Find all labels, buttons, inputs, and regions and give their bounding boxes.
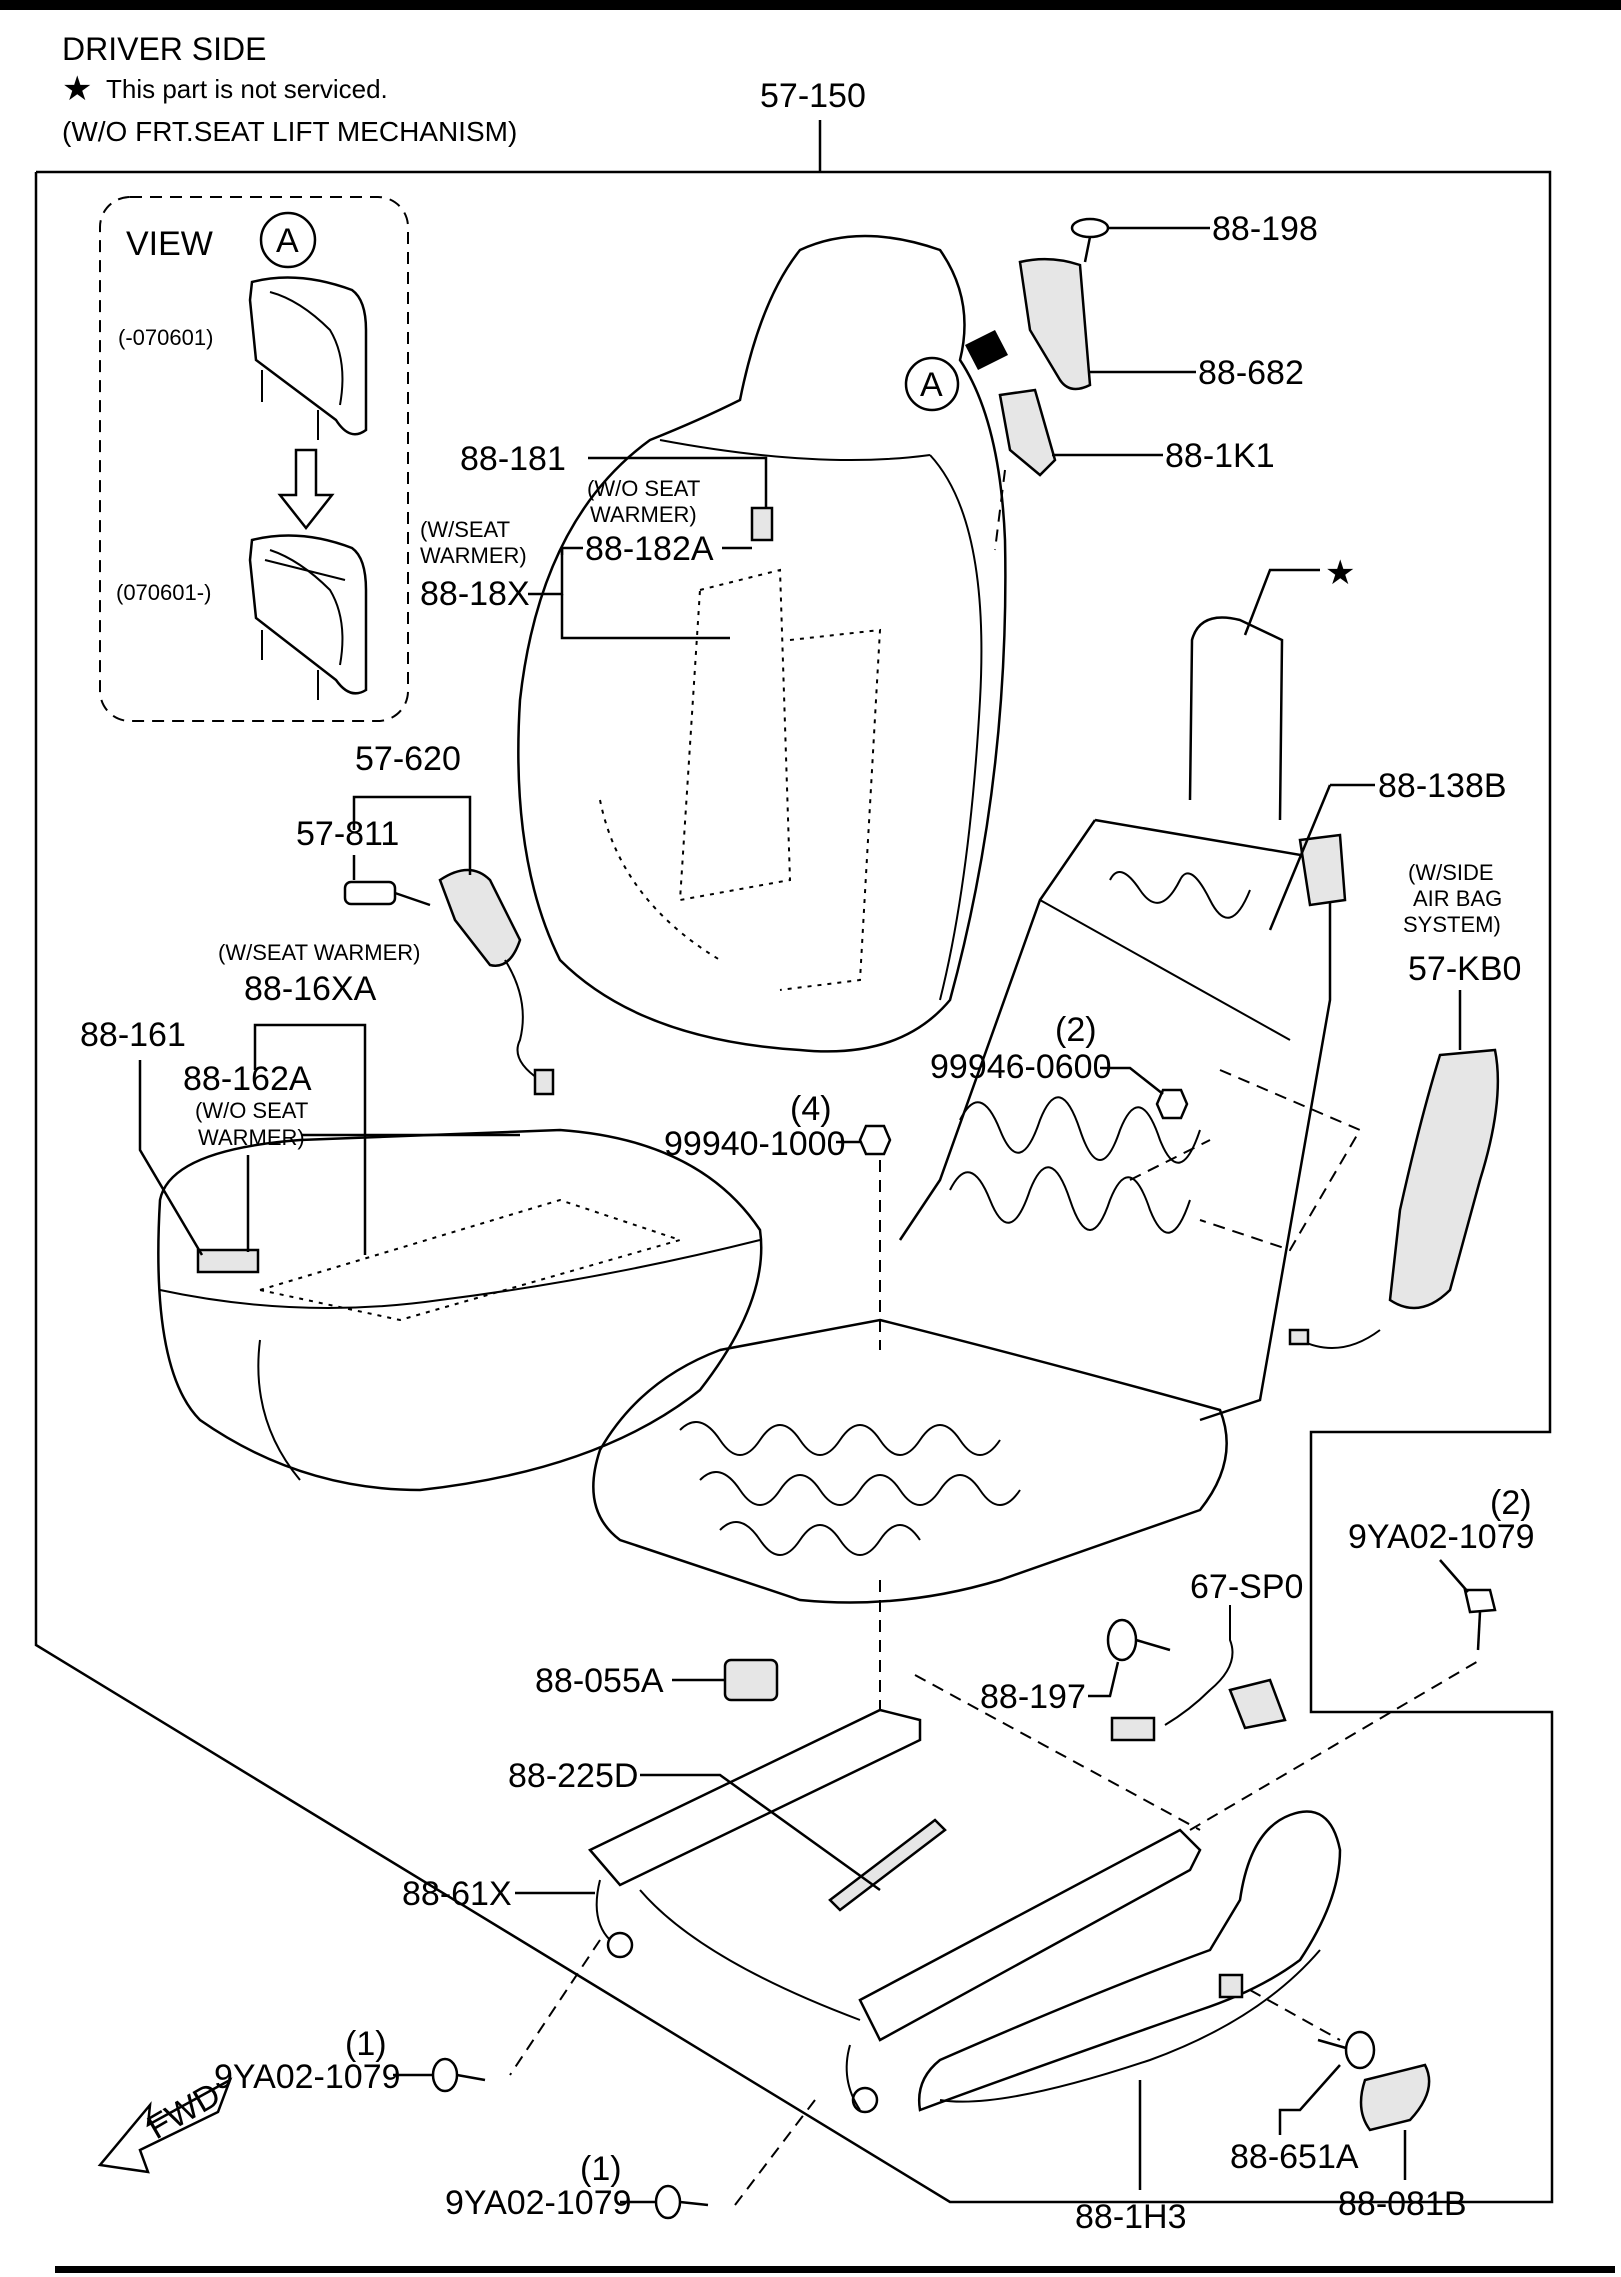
view-before-label: (-070601) (118, 325, 213, 350)
seat-cushion-cover (157, 1128, 763, 1492)
label-88-182A: 88-182A (585, 530, 714, 568)
installation-guides (509, 469, 1481, 2206)
bolt-9YA02-1079-left1 (431, 2057, 486, 2093)
label-88-1K1: 88-1K1 (1165, 437, 1275, 475)
trim-cover-88-682 (1018, 257, 1092, 391)
label-99940-1000: 99940-1000 (664, 1125, 846, 1163)
label-67-SP0: 67-SP0 (1190, 1568, 1303, 1606)
harness-strap-88-225D (828, 1818, 947, 1912)
label-88-225D: 88-225D (508, 1757, 638, 1795)
label-88-081B: 88-081B (1338, 2185, 1467, 2223)
label-99946-0600: 99946-0600 (930, 1048, 1112, 1086)
seat-cushion-frame (592, 1318, 1228, 1604)
qty-9YA02-1079-left2: (1) (580, 2150, 622, 2188)
label-9YA02-1079-right: 9YA02-1079 (1348, 1518, 1535, 1556)
connector-88-055A (723, 1658, 779, 1702)
condition-note: (W/O FRT.SEAT LIFT MECHANISM) (62, 116, 517, 147)
nut-99940-1000 (858, 1124, 892, 1156)
label-57-620: 57-620 (355, 740, 461, 778)
trim-cover-after (248, 534, 368, 695)
note-wo-seat-warmer-cushion-2: WARMER) (198, 1125, 305, 1150)
note-w-seat-warmer-cushion: (W/SEAT WARMER) (218, 940, 420, 965)
replacement-arrow (277, 448, 335, 531)
note-wo-seat-warmer-back-2: WARMER) (590, 502, 697, 527)
view-label: VIEW (126, 225, 213, 263)
note-side-airbag-1: (W/SIDE (1408, 860, 1494, 885)
label-88-138B: 88-138B (1378, 767, 1507, 805)
seat-belt-buckle (343, 868, 555, 1096)
screw-88-651A (1317, 2030, 1376, 2070)
label-88-198: 88-198 (1212, 210, 1318, 248)
view-after-label: (070601-) (116, 580, 211, 605)
assembly-number: 57-150 (760, 77, 866, 115)
knob-cover-88-081B (1359, 2063, 1431, 2132)
buckle-switch-harness (1110, 1605, 1287, 1742)
note-side-airbag-3: SYSTEM) (1403, 912, 1501, 937)
clip-88-198 (1070, 217, 1110, 263)
note-side-airbag-2: AIR BAG (1413, 886, 1502, 911)
label-57-811: 57-811 (296, 815, 399, 853)
note-w-seat-warmer-back-2: WARMER) (420, 543, 527, 568)
legend-text: This part is not serviced. (106, 74, 388, 104)
forward-direction-arrow: FWD (97, 2075, 233, 2174)
bolt-88-197 (1106, 1618, 1171, 1662)
heater-connector (196, 1248, 260, 1274)
label-88-197: 88-197 (980, 1678, 1086, 1716)
seat-adjuster-rails (587, 1708, 1202, 2114)
view-a-panel: VIEW A (-070601) (070601-) (99, 196, 409, 722)
view-letter: A (276, 222, 299, 260)
bottom-rule (55, 2266, 1615, 2273)
label-9YA02-1079-left1: 9YA02-1079 (214, 2058, 401, 2096)
side-airbag-module (1199, 1048, 1500, 1349)
qty-9YA02-1079-right: (2) (1490, 1484, 1532, 1522)
qty-99946-0600: (2) (1055, 1011, 1097, 1049)
view-a-marker: A (904, 330, 1008, 412)
header-title: DRIVER SIDE (62, 31, 266, 67)
side-shield-88-1H3 (917, 1810, 1342, 2112)
assembly-outline (34, 170, 1554, 2204)
label-88-161: 88-161 (80, 1016, 186, 1054)
star-not-serviced: ★ (1325, 554, 1355, 592)
seat-back-cover (517, 234, 1007, 1053)
trim-cover-before (248, 276, 368, 436)
bolt-9YA02-1079-left2 (654, 2184, 709, 2220)
bolt-9YA02-1079-right (1463, 1588, 1497, 1651)
view-marker-letter: A (920, 366, 943, 404)
label-88-162A: 88-162A (183, 1060, 312, 1098)
note-wo-seat-warmer-cushion-1: (W/O SEAT (195, 1098, 308, 1123)
top-rule (0, 0, 1621, 10)
nut-99946-0600 (1155, 1088, 1189, 1120)
seat-back-frame (898, 616, 1347, 1422)
note-w-seat-warmer-back-1: (W/SEAT (420, 517, 510, 542)
label-57-KB0: 57-KB0 (1408, 950, 1521, 988)
label-88-651A: 88-651A (1230, 2138, 1359, 2176)
label-88-16XA: 88-16XA (244, 970, 377, 1008)
label-9YA02-1079-left2: 9YA02-1079 (445, 2184, 632, 2222)
qty-9YA02-1079-left1: (1) (345, 2025, 387, 2063)
label-88-1H3: 88-1H3 (1075, 2198, 1187, 2236)
label-88-055A: 88-055A (535, 1662, 664, 1700)
label-88-181: 88-181 (460, 440, 566, 478)
note-wo-seat-warmer-back-1: (W/O SEAT (587, 476, 700, 501)
back-heater-connector (750, 506, 774, 542)
qty-99940-1000: (4) (790, 1090, 832, 1128)
label-88-18X: 88-18X (420, 575, 530, 613)
label-88-682: 88-682 (1198, 354, 1304, 392)
label-88-61X: 88-61X (402, 1875, 512, 1913)
bracket-88-1K1 (998, 388, 1057, 477)
legend-star: ★ (62, 70, 92, 108)
